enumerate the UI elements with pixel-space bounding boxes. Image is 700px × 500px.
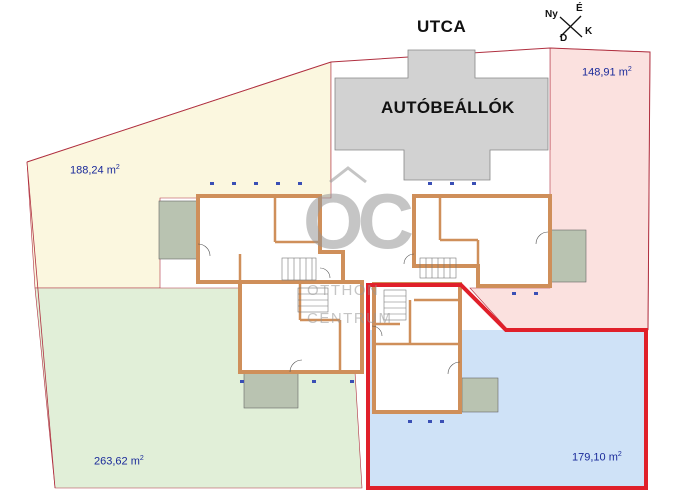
compass-east-label: K xyxy=(585,26,593,37)
terrace-east xyxy=(547,229,587,283)
interior-walls xyxy=(238,196,480,372)
terrace-west xyxy=(158,200,198,260)
area-label-north-east: 148,91 m2 xyxy=(582,66,632,79)
watermark-mark: OC xyxy=(303,177,414,265)
area-label-north-west: 188,24 m2 xyxy=(70,164,120,177)
highlighted-unit-outline xyxy=(366,283,648,490)
parking-label: AUTÓBEÁLLÓK xyxy=(381,98,515,117)
compass-south-label: D xyxy=(560,33,568,44)
building-west-wing xyxy=(196,194,345,284)
area-label-south-west: 263,62 m2 xyxy=(94,455,144,468)
terrace-south-east xyxy=(461,377,499,413)
compass-west-label: Ny xyxy=(545,9,558,20)
building-center-unit xyxy=(372,282,462,414)
street-label: UTCA xyxy=(417,17,467,36)
parking-area xyxy=(334,49,549,181)
compass-icon xyxy=(559,15,583,38)
watermark-line1: OTTHON xyxy=(307,282,380,299)
watermark-logo-icon xyxy=(329,166,367,184)
dimension-marks xyxy=(210,182,538,423)
staircase xyxy=(281,257,457,321)
compass-north-label: É xyxy=(576,3,583,14)
watermark-line2: CENTRUM xyxy=(307,310,393,327)
terrace-south-west xyxy=(243,371,299,409)
building-south-wing xyxy=(238,280,364,374)
area-label-south-east: 179,10 m2 xyxy=(572,451,622,464)
door-swings xyxy=(197,231,549,375)
building-east-wing xyxy=(412,194,552,288)
boundary-line xyxy=(26,161,56,489)
